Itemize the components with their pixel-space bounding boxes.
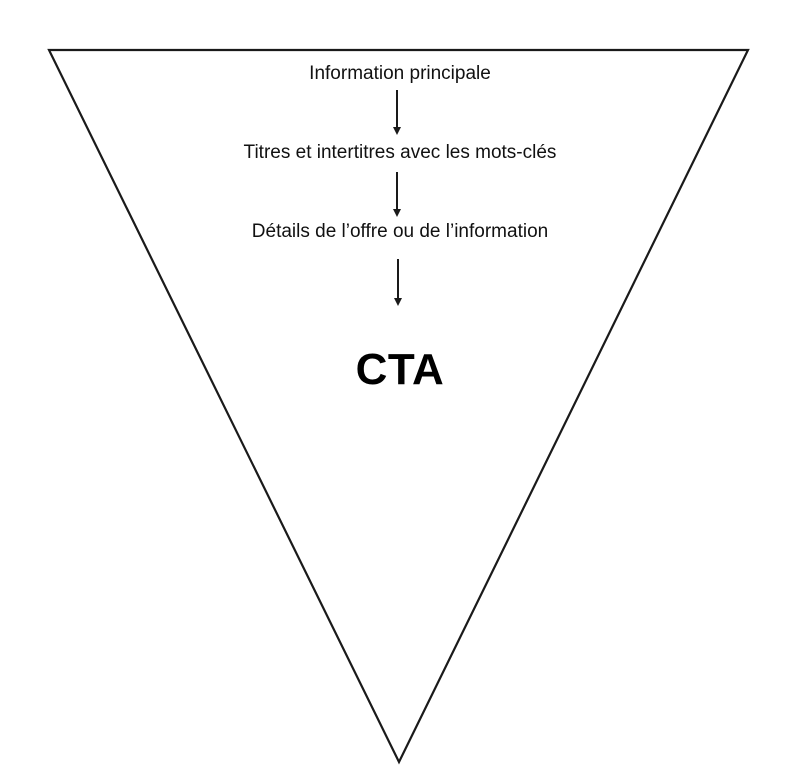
inverted-triangle (47, 48, 750, 765)
step-label-titles-keywords: Titres et intertitres avec les mots-clés (243, 142, 557, 163)
step-label-offer-details: Détails de l’offre ou de l’information (251, 221, 549, 242)
step-label-main-information: Information principale (309, 63, 491, 84)
cta-label: CTA (355, 345, 445, 394)
